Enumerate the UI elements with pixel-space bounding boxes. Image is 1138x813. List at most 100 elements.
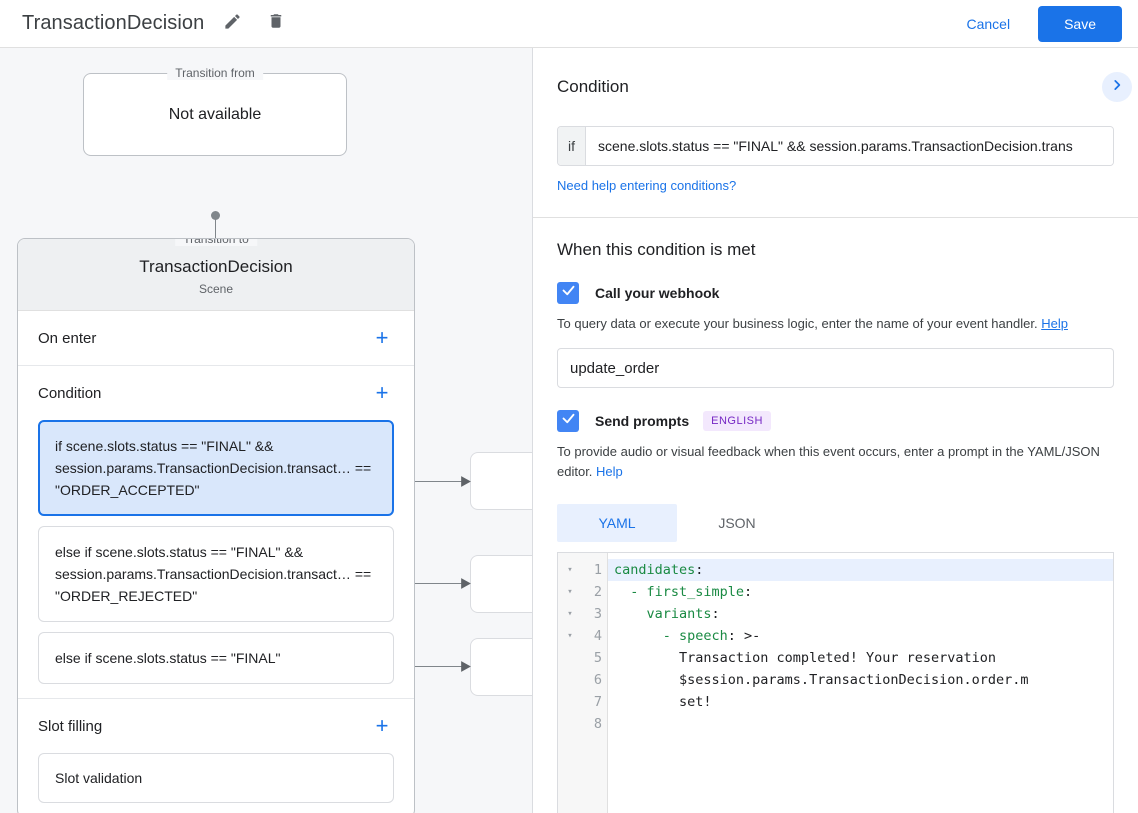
chevron-right-icon [1110, 77, 1124, 97]
condition-input-row[interactable]: if [557, 126, 1114, 166]
cancel-button[interactable]: Cancel [950, 7, 1026, 41]
webhook-help-link[interactable]: Help [1041, 316, 1068, 331]
scene-card: Transition to TransactionDecision Scene … [17, 238, 415, 813]
section-head-condition: Condition + [38, 366, 394, 420]
webhook-handler-input[interactable] [557, 348, 1114, 388]
section-on-enter: On enter + [18, 311, 414, 366]
fold-toggle-icon[interactable] [558, 647, 582, 669]
code-line[interactable]: Transaction completed! Your reservation [614, 650, 997, 666]
line-number: 5 [593, 650, 602, 666]
arrow-head-right-3-icon [461, 661, 471, 672]
transition-target-box-3[interactable] [470, 638, 532, 696]
prompts-description: To provide audio or visual feedback when… [557, 442, 1114, 482]
send-prompts-checkbox[interactable] [557, 410, 579, 432]
code-line[interactable]: candidates: [608, 559, 1113, 581]
transition-from-legend: Transition from [167, 66, 263, 80]
check-icon [561, 411, 576, 431]
canvas-inner: Transition from Not available T [0, 48, 532, 813]
if-label: if [558, 127, 586, 165]
collapse-panel-button[interactable] [1102, 72, 1132, 102]
need-help-conditions-link[interactable]: Need help entering conditions? [557, 178, 737, 193]
when-condition-met-heading: When this condition is met [557, 240, 756, 259]
editor-code-area[interactable]: candidates: - first_simple: variants: - … [608, 553, 1113, 813]
tab-json[interactable]: JSON [718, 515, 756, 531]
fold-toggle-icon[interactable]: ▾ [567, 587, 573, 597]
delete-button[interactable] [260, 8, 292, 40]
line-number: 8 [593, 716, 602, 732]
add-slot-filling-button[interactable]: + [375, 713, 389, 738]
language-badge: ENGLISH [703, 411, 771, 431]
condition-card[interactable]: else if scene.slots.status == "FINAL" &&… [38, 526, 394, 622]
add-on-enter-button[interactable]: + [375, 325, 389, 350]
fold-toggle-icon[interactable] [558, 669, 582, 691]
condition-card-selected[interactable]: if scene.slots.status == "FINAL" && sess… [38, 420, 394, 516]
line-number: 6 [593, 672, 602, 688]
code-line[interactable]: - first_simple: [614, 584, 753, 600]
panel-condition-section: Condition if Need help entering conditio… [533, 48, 1138, 218]
fold-toggle-icon[interactable] [558, 713, 582, 735]
scene-header[interactable]: TransactionDecision Scene [18, 239, 414, 311]
trash-icon [267, 12, 285, 35]
code-line[interactable]: $session.params.TransactionDecision.orde… [614, 672, 1029, 688]
save-button[interactable]: Save [1038, 5, 1122, 42]
section-condition: Condition + if scene.slots.status == "FI… [18, 366, 414, 699]
transition-target-box-1[interactable] [470, 452, 532, 510]
prompts-help-link[interactable]: Help [596, 464, 623, 479]
fold-toggle-icon[interactable] [558, 691, 582, 713]
check-icon [561, 283, 576, 303]
section-title-slot-filling: Slot filling [38, 717, 103, 735]
section-title-on-enter: On enter [38, 329, 97, 347]
section-head-slot-filling: Slot filling + [38, 699, 394, 753]
condition-line-2 [397, 583, 462, 584]
fold-toggle-icon[interactable]: ▾ [567, 565, 573, 575]
panel-condition-heading-row: Condition [557, 72, 1132, 102]
send-prompts-label: Send prompts [595, 413, 690, 429]
transition-target-box-2[interactable] [470, 555, 532, 613]
edit-name-button[interactable] [216, 8, 248, 40]
condition-card[interactable]: else if scene.slots.status == "FINAL" [38, 632, 394, 684]
line-number: 1 [593, 562, 602, 578]
line-number: 7 [593, 694, 602, 710]
call-webhook-checkbox[interactable] [557, 282, 579, 304]
line-number: 3 [593, 606, 602, 622]
scene-type: Scene [198, 282, 234, 296]
code-line[interactable]: - speech: >- [614, 628, 761, 644]
editor-format-tabs: YAML JSON [557, 504, 1114, 542]
section-slot-filling: Slot filling + Slot validation [18, 699, 414, 813]
fold-toggle-icon[interactable]: ▾ [567, 631, 573, 641]
details-panel: Condition if Need help entering conditio… [532, 48, 1138, 813]
panel-actions-section: When this condition is met Call your web… [533, 218, 1138, 813]
code-line[interactable]: set! [614, 694, 712, 710]
pencil-icon [223, 12, 242, 36]
connector-line-top [215, 215, 216, 259]
slot-filling-list: Slot validation [38, 753, 394, 813]
tab-yaml[interactable]: YAML [557, 504, 677, 542]
scene-canvas[interactable]: Transition from Not available T [0, 48, 532, 813]
page-title: TransactionDecision [22, 12, 205, 34]
transition-to-legend: Transition to [175, 239, 257, 246]
call-webhook-label: Call your webhook [595, 285, 720, 301]
section-head-on-enter: On enter + [38, 311, 394, 365]
webhook-check-row: Call your webhook [557, 282, 1114, 304]
code-line[interactable]: variants: [614, 606, 720, 622]
webhook-description-text: To query data or execute your business l… [557, 316, 1038, 331]
condition-line-1 [397, 481, 462, 482]
send-prompts-check-row: Send prompts ENGLISH [557, 410, 1114, 432]
code-line[interactable] [608, 713, 1113, 735]
fold-toggle-icon[interactable]: ▾ [567, 609, 573, 619]
condition-line-3 [397, 666, 462, 667]
line-number: 4 [593, 628, 602, 644]
top-bar: TransactionDecision Cancel Save [0, 0, 1138, 48]
arrow-head-right-1-icon [461, 476, 471, 487]
slot-validation-card[interactable]: Slot validation [38, 753, 394, 803]
prompts-description-text: To provide audio or visual feedback when… [557, 444, 1100, 479]
webhook-description: To query data or execute your business l… [557, 314, 1114, 334]
transition-from-value: Not available [168, 105, 262, 123]
add-condition-button[interactable]: + [375, 380, 389, 405]
condition-list: if scene.slots.status == "FINAL" && sess… [38, 420, 394, 698]
condition-expression-input[interactable] [586, 127, 1113, 165]
editor-fold-gutter[interactable]: ▾ ▾ ▾ ▾ [558, 553, 582, 813]
